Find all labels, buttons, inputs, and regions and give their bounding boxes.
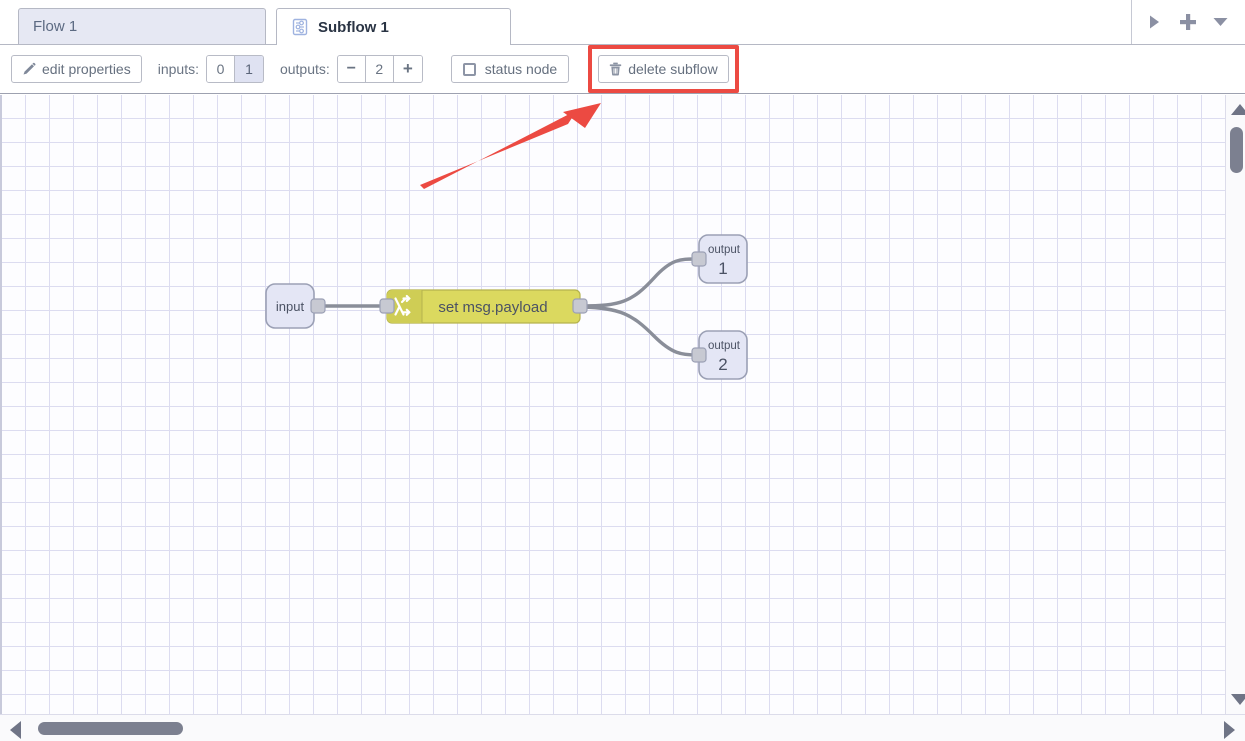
outputs-value: 2 <box>365 56 394 82</box>
v-scroll-thumb[interactable] <box>1230 127 1243 173</box>
annotation-arrow <box>420 103 601 189</box>
inputs-selector[interactable]: 0 1 <box>205 55 264 83</box>
output-node-1-input-port[interactable] <box>691 251 707 267</box>
node-output-2-number: 2 <box>718 355 727 374</box>
h-scroll-thumb[interactable] <box>38 722 183 735</box>
outputs-stepper[interactable]: − 2 + <box>336 55 423 83</box>
node-subflow-output-2[interactable]: output 2 <box>691 330 748 380</box>
flow-canvas[interactable]: input set msg.payload output <box>0 95 1225 714</box>
subflow-icon <box>291 18 309 36</box>
inputs-option-0[interactable]: 0 <box>206 56 235 82</box>
inputs-label: inputs: <box>157 61 199 77</box>
input-node-output-port[interactable] <box>310 298 326 314</box>
tab-flow-1[interactable]: Flow 1 <box>18 8 266 44</box>
node-input-label: input <box>276 299 305 314</box>
outputs-decrement-button[interactable]: − <box>337 56 366 82</box>
output-node-2-input-port[interactable] <box>691 347 707 363</box>
shuffle-icon <box>394 294 411 316</box>
inputs-option-1[interactable]: 1 <box>234 56 263 82</box>
tab-bar-filler <box>511 8 1121 45</box>
node-subflow-output-1[interactable]: output 1 <box>691 234 748 284</box>
tab-bar-controls <box>1131 0 1245 44</box>
triangle-left-icon[interactable] <box>10 721 21 739</box>
triangle-down-icon[interactable] <box>1231 694 1245 705</box>
outputs-increment-button[interactable]: + <box>393 56 422 82</box>
outputs-label: outputs: <box>279 61 330 77</box>
triangle-right-icon[interactable] <box>1224 721 1235 739</box>
next-tab-button[interactable] <box>1138 0 1171 44</box>
subflow-toolbar: edit properties inputs: 0 1 outputs: − 2… <box>0 45 1245 94</box>
tab-label: Subflow 1 <box>318 18 389 36</box>
add-flow-button[interactable] <box>1171 0 1204 44</box>
delete-subflow-label: delete subflow <box>628 61 718 77</box>
edit-properties-label: edit properties <box>42 61 131 77</box>
tab-menu-button[interactable] <box>1204 0 1237 44</box>
wire-change-to-output1[interactable] <box>580 257 699 308</box>
node-subflow-input[interactable]: input <box>265 283 326 329</box>
status-node-label: status node <box>484 61 558 77</box>
node-output-1-label: output <box>708 244 741 256</box>
play-triangle-icon <box>1150 15 1159 29</box>
plus-icon <box>1179 14 1196 30</box>
edit-properties-button[interactable]: edit properties <box>11 55 142 83</box>
pencil-icon <box>22 62 36 76</box>
node-output-1-number: 1 <box>718 259 727 278</box>
wire-change-to-output2[interactable] <box>580 305 699 357</box>
delete-subflow-button[interactable]: delete subflow <box>598 55 729 83</box>
trash-icon <box>609 62 622 76</box>
triangle-up-icon[interactable] <box>1231 104 1245 115</box>
tab-list: Flow 1 Subflow 1 <box>0 0 1121 46</box>
delete-subflow-highlight: delete subflow <box>588 45 739 93</box>
change-node-input-port[interactable] <box>379 298 395 314</box>
canvas-svg: input set msg.payload output <box>265 103 748 380</box>
tab-label: Flow 1 <box>33 18 78 35</box>
vertical-scrollbar[interactable] <box>1225 95 1245 714</box>
node-change[interactable]: set msg.payload <box>379 289 588 324</box>
chevron-down-icon <box>1213 18 1228 26</box>
node-output-2-label: output <box>708 340 741 352</box>
status-node-toggle[interactable]: status node <box>450 55 570 83</box>
change-node-output-port[interactable] <box>572 298 588 314</box>
node-change-label: set msg.payload <box>438 299 547 316</box>
tab-bar: Flow 1 Subflow 1 <box>0 0 1245 46</box>
horizontal-scrollbar[interactable] <box>0 714 1245 741</box>
tab-subflow-1[interactable]: Subflow 1 <box>276 8 511 46</box>
status-node-checkbox[interactable] <box>462 62 476 76</box>
